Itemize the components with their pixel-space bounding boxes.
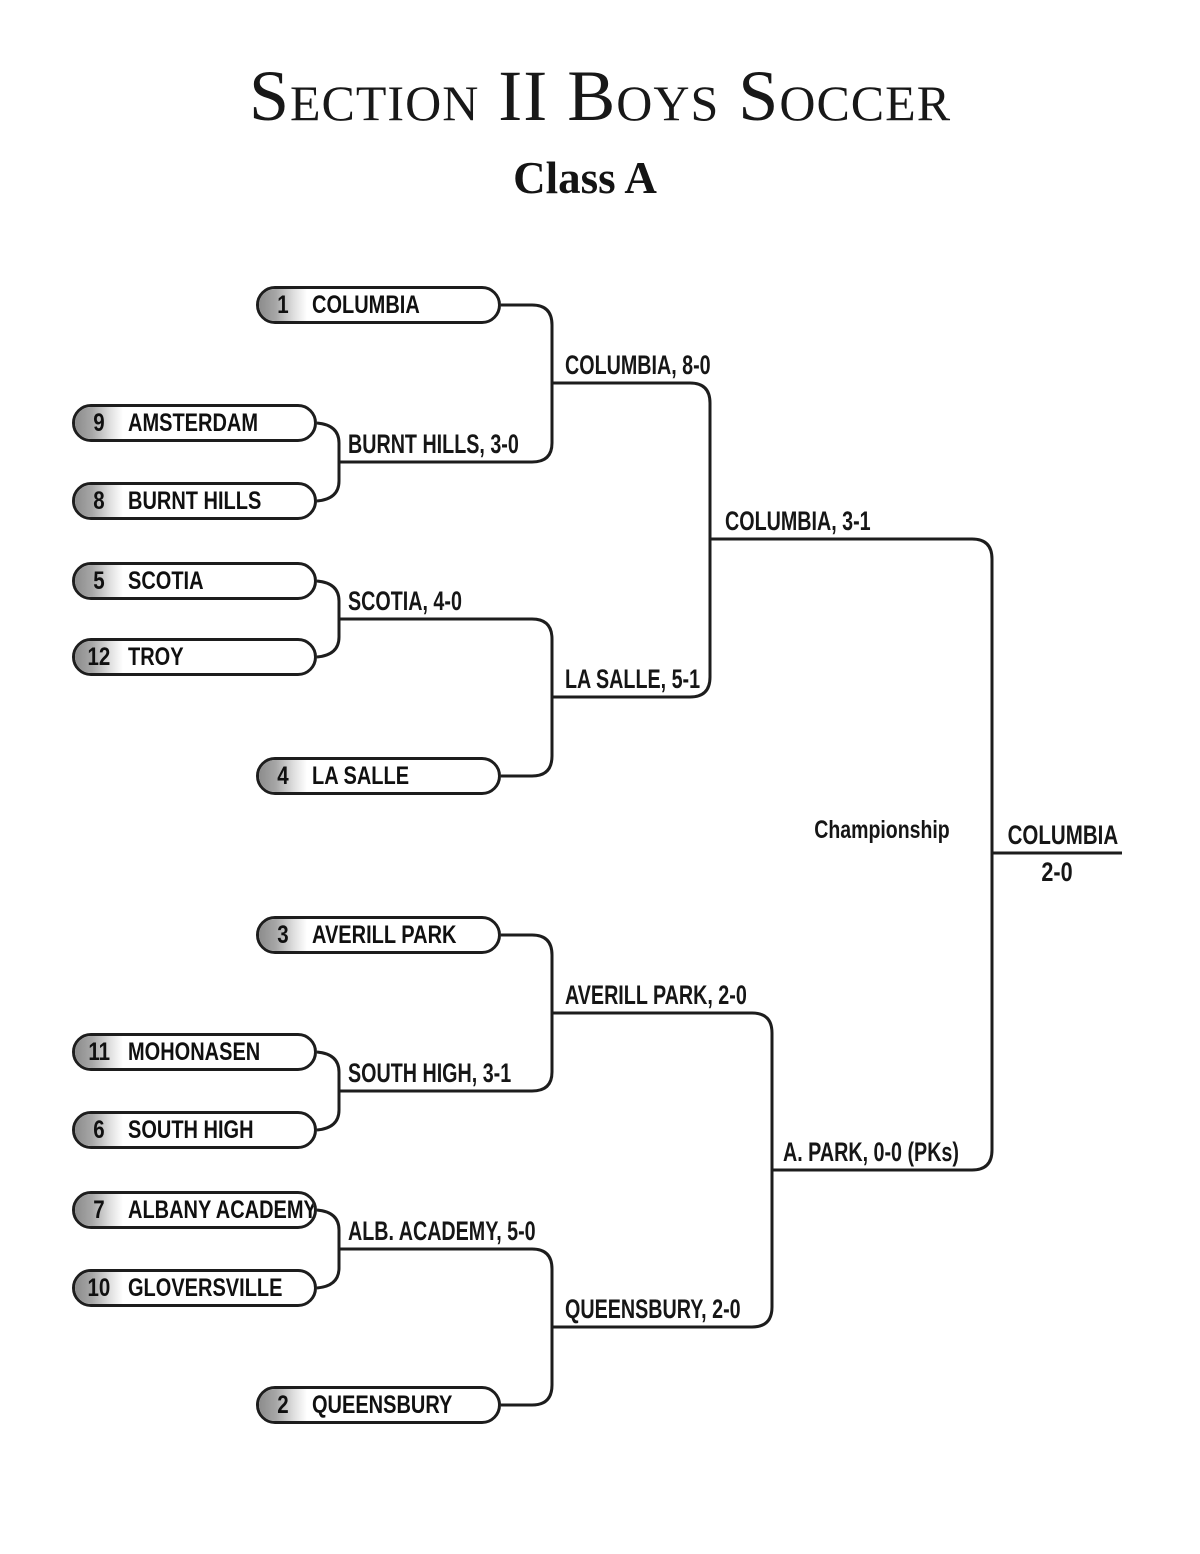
seed-number: 7 — [93, 1195, 105, 1224]
team-name: MOHONASEN — [128, 1037, 261, 1066]
seed-badge: 7 — [75, 1194, 123, 1226]
result-sf-a-park: A. PARK, 0-0 (PKs) — [783, 1137, 959, 1167]
result-qf-averill-park: AVERILL PARK, 2-0 — [565, 980, 747, 1010]
team-name: LA SALLE — [312, 761, 410, 790]
result-r1-alb-academy: ALB. ACADEMY, 5-0 — [348, 1216, 536, 1246]
champion-name: COLUMBIA — [1007, 820, 1119, 850]
result-r1-burnt-hills: BURNT HILLS, 3-0 — [348, 429, 519, 459]
team-name: SOUTH HIGH — [128, 1115, 254, 1144]
seed-number: 3 — [277, 920, 289, 949]
seed-number: 1 — [277, 290, 289, 319]
seed-number: 10 — [87, 1273, 111, 1302]
seed-badge: 6 — [75, 1114, 123, 1146]
line-qf-lasalle-out — [552, 676, 712, 699]
page-subtitle: Class A — [513, 153, 657, 203]
championship-label: Championship — [814, 816, 950, 844]
result-qf-queensbury: QUEENSBURY, 2-0 — [565, 1294, 741, 1324]
line-qf-queensbury-out — [552, 1306, 774, 1329]
brace-mohonasen-southhigh — [316, 1050, 341, 1132]
seed-badge: 5 — [75, 565, 123, 597]
line-burnthills-feed — [339, 442, 554, 464]
seed-badge: 12 — [75, 641, 123, 673]
brace-amsterdam-burnthills — [316, 421, 341, 503]
seed-number: 6 — [93, 1115, 105, 1144]
line-averillpark-feed — [501, 933, 554, 1072]
seed-badge: 11 — [75, 1036, 123, 1068]
line-sf-columbia-out — [710, 537, 994, 1150]
seed-badge: 10 — [75, 1272, 123, 1304]
team-name: TROY — [128, 642, 184, 671]
seed-badge: 1 — [259, 289, 307, 321]
brace-scotia-troy — [316, 579, 341, 659]
team-name: SCOTIA — [128, 566, 204, 595]
result-qf-columbia: COLUMBIA, 8-0 — [565, 350, 711, 380]
seed-number: 5 — [93, 566, 105, 595]
result-qf-la-salle: LA SALLE, 5-1 — [565, 664, 701, 694]
team-pill-gloversville: 10 GLOVERSVILLE — [72, 1269, 317, 1307]
team-pill-mohonasen: 11 MOHONASEN — [72, 1033, 317, 1071]
team-pill-amsterdam: 9 AMSTERDAM — [72, 404, 317, 442]
team-name: COLUMBIA — [312, 290, 420, 319]
team-name: ALBANY ACADEMY — [128, 1195, 317, 1224]
seed-badge: 2 — [259, 1389, 307, 1421]
line-sf-apark-out — [772, 1149, 994, 1172]
team-name: AVERILL PARK — [312, 920, 457, 949]
seed-badge: 4 — [259, 760, 307, 792]
team-name: GLOVERSVILLE — [128, 1273, 283, 1302]
seed-number: 9 — [93, 408, 105, 437]
team-pill-la-salle: 4 LA SALLE — [256, 757, 501, 795]
line-southhigh-feed — [339, 1071, 554, 1093]
brace-albanyacademy-gloversville — [316, 1208, 341, 1290]
team-pill-albany-academy: 7 ALBANY ACADEMY — [72, 1191, 317, 1229]
team-pill-queensbury: 2 QUEENSBURY — [256, 1386, 501, 1424]
line-scotia-feed — [339, 617, 554, 778]
team-pill-scotia: 5 SCOTIA — [72, 562, 317, 600]
seed-number: 12 — [87, 642, 111, 671]
team-name: QUEENSBURY — [312, 1390, 453, 1419]
line-qf-averillpark-out — [552, 1011, 774, 1307]
result-r1-south-high: SOUTH HIGH, 3-1 — [348, 1058, 512, 1088]
seed-number: 8 — [93, 486, 105, 515]
result-sf-columbia: COLUMBIA, 3-1 — [725, 506, 871, 536]
result-r1-scotia: SCOTIA, 4-0 — [348, 586, 462, 616]
champion-score: 2-0 — [1041, 857, 1073, 887]
team-name: BURNT HILLS — [128, 486, 262, 515]
seed-number: 4 — [277, 761, 289, 790]
line-albacademy-feed — [339, 1247, 554, 1407]
team-pill-averill-park: 3 AVERILL PARK — [256, 916, 501, 954]
seed-badge: 9 — [75, 407, 123, 439]
seed-badge: 3 — [259, 919, 307, 951]
team-pill-burnt-hills: 8 BURNT HILLS — [72, 482, 317, 520]
team-pill-columbia: 1 COLUMBIA — [256, 286, 501, 324]
team-pill-troy: 12 TROY — [72, 638, 317, 676]
team-pill-south-high: 6 SOUTH HIGH — [72, 1111, 317, 1149]
line-columbia-feed — [501, 303, 554, 443]
seed-number: 11 — [88, 1037, 110, 1066]
line-qf-columbia-out — [552, 381, 712, 677]
page-title: Section II Boys Soccer — [248, 56, 952, 136]
seed-badge: 8 — [75, 485, 123, 517]
team-name: AMSTERDAM — [128, 408, 258, 437]
seed-number: 2 — [277, 1390, 289, 1419]
